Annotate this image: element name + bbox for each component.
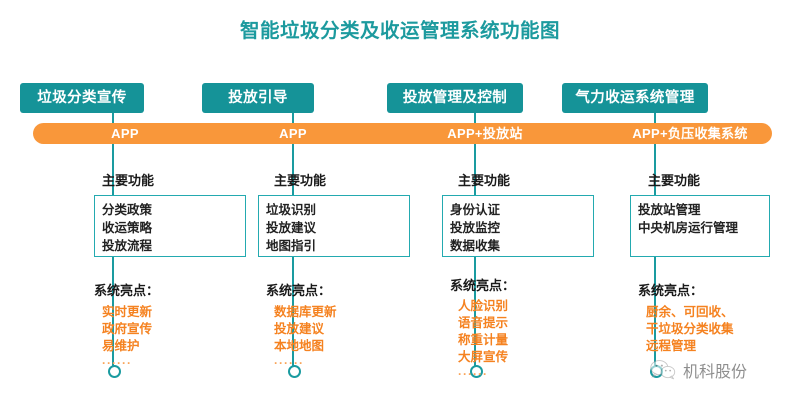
functions-box-1: 分类政策 收运策略 投放流程	[94, 195, 246, 257]
highlights-title-2: 系统亮点：	[266, 283, 332, 298]
highlights-list-1: 实时更新 政府宣传 易维护 ······	[102, 304, 246, 371]
watermark-text: 机科股份	[683, 362, 748, 381]
functions-title-1: 主要功能	[102, 173, 155, 188]
highlight-item: 实时更新	[102, 305, 153, 319]
platform-label-2: APP	[279, 126, 307, 141]
highlight-ellipsis: ······	[274, 356, 304, 370]
watermark: 机科股份	[650, 358, 747, 382]
highlight-item: 干垃圾分类收集	[646, 322, 734, 336]
highlight-ellipsis: ······	[458, 367, 488, 381]
function-item: 收运策略	[102, 221, 153, 235]
functions-title-4: 主要功能	[648, 173, 701, 188]
function-item: 地图指引	[266, 239, 317, 253]
function-item: 分类政策	[102, 203, 153, 217]
highlight-item: 大屏宣传	[458, 350, 509, 364]
functions-title-2: 主要功能	[274, 173, 327, 188]
connector-endpoint-1	[108, 365, 121, 378]
highlight-item: 数据库更新	[274, 305, 337, 319]
platform-label-4: APP+负压收集系统	[632, 126, 748, 141]
highlights-title-4: 系统亮点：	[638, 283, 704, 298]
column-2: 主要功能 垃圾识别 投放建议 地图指引 系统亮点： 数据库更新 投放建议 本地地…	[258, 170, 410, 371]
highlights-title-3: 系统亮点：	[450, 278, 516, 293]
function-item: 身份认证	[450, 203, 501, 217]
function-item: 投放流程	[102, 239, 153, 253]
highlight-item: 人脸识别	[458, 299, 509, 313]
connector-endpoint-2	[288, 365, 301, 378]
column-1: 主要功能 分类政策 收运策略 投放流程 系统亮点： 实时更新 政府宣传 易维护 …	[94, 170, 246, 371]
function-item: 中央机房运行管理	[638, 221, 739, 235]
highlight-item: 政府宣传	[102, 322, 153, 336]
connector-endpoint-3	[470, 365, 483, 378]
header-box-4[interactable]: 气力收运系统管理	[562, 83, 708, 113]
highlight-item: 远程管理	[646, 339, 697, 353]
platform-bar	[33, 123, 772, 144]
wechat-icon	[650, 359, 676, 381]
highlight-item: 易维护	[102, 339, 140, 353]
highlights-list-3: 人脸识别 语音提示 称重计量 大屏宣传 ······	[458, 298, 594, 382]
header-box-1[interactable]: 垃圾分类宣传	[20, 83, 144, 113]
highlight-item: 称重计量	[458, 333, 509, 347]
highlights-list-2: 数据库更新 投放建议 本地地图 ······	[274, 304, 410, 371]
functions-box-4: 投放站管理 中央机房运行管理	[630, 195, 770, 257]
highlight-item: 本地地图	[274, 339, 325, 353]
column-4: 主要功能 投放站管理 中央机房运行管理 系统亮点： 厨余、可回收、 干垃圾分类收…	[630, 170, 770, 355]
highlight-ellipsis: ······	[102, 356, 132, 370]
function-item: 投放监控	[450, 221, 501, 235]
page-title: 智能垃圾分类及收运管理系统功能图	[239, 20, 560, 42]
header-box-2[interactable]: 投放引导	[202, 83, 314, 113]
highlights-title-1: 系统亮点：	[94, 283, 160, 298]
functions-box-3: 身份认证 投放监控 数据收集	[442, 195, 594, 257]
function-item: 投放建议	[266, 221, 317, 235]
highlight-item: 投放建议	[274, 322, 325, 336]
functions-box-2: 垃圾识别 投放建议 地图指引	[258, 195, 410, 257]
highlight-item: 语音提示	[458, 316, 509, 330]
function-item: 垃圾识别	[266, 203, 317, 217]
function-item: 投放站管理	[638, 203, 701, 217]
function-item: 数据收集	[450, 239, 501, 253]
header-box-3[interactable]: 投放管理及控制	[387, 83, 523, 113]
platform-label-3: APP+投放站	[447, 126, 523, 141]
platform-label-1: APP	[111, 126, 139, 141]
functions-title-3: 主要功能	[458, 173, 511, 188]
highlights-list-4: 厨余、可回收、 干垃圾分类收集 远程管理	[646, 304, 770, 355]
column-3: 主要功能 身份认证 投放监控 数据收集 系统亮点： 人脸识别 语音提示 称重计量…	[442, 170, 594, 382]
highlight-item: 厨余、可回收、	[646, 305, 734, 319]
